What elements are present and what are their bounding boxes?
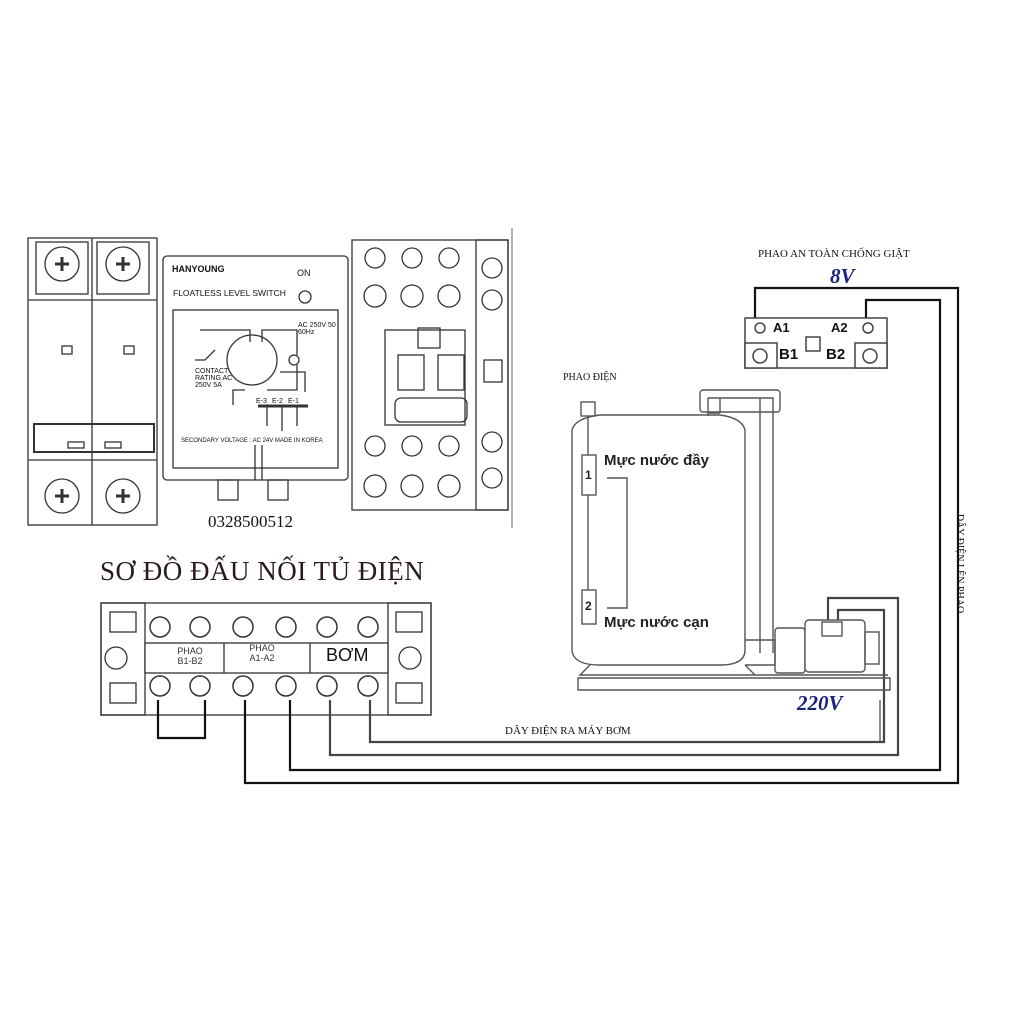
group-label-line1: PHAO (249, 643, 275, 653)
wire-a2 (288, 298, 942, 772)
electrode-e3: E-3 (256, 398, 267, 405)
wire-b1-b2-bridge (156, 700, 207, 740)
supply-rating: AC 250V 50 60Hz (298, 322, 336, 336)
terminal-a2: A2 (831, 320, 848, 335)
float-wire-label: DÂY ĐIỆN LÊN PHAO (954, 513, 966, 614)
wire-a1 (243, 286, 960, 785)
level-low-number: 2 (585, 599, 592, 613)
terminal-b2: B2 (826, 346, 846, 363)
tank-system (571, 389, 891, 691)
group-label-line2: A1-A2 (249, 653, 275, 663)
electrode-e1: E-1 (288, 398, 299, 405)
device-name: FLOATLESS LEVEL SWITCH (173, 288, 286, 298)
wires (156, 286, 960, 785)
level-full-number: 1 (585, 468, 592, 482)
safety-float-voltage: 8V (830, 264, 855, 288)
level-low-label: Mực nước cạn (604, 614, 709, 631)
safety-float-module (744, 317, 888, 369)
wire-pump-1 (328, 596, 900, 757)
terminal-a1: A1 (773, 320, 790, 335)
terminal-block (100, 602, 432, 716)
contactor (351, 239, 509, 511)
float-label: PHAO ĐIỆN (563, 372, 617, 383)
wire-pump-2 (368, 608, 886, 744)
pump-wire-label: DÂY ĐIỆN RA MÁY BƠM (505, 725, 631, 737)
circuit-breaker (27, 237, 158, 526)
level-full-label: Mực nước đầy (604, 452, 709, 469)
terminal-group-a1-a2: PHAO A1-A2 (232, 643, 292, 663)
page-title: SƠ ĐỒ ĐẤU NỐI TỦ ĐIỆN (100, 556, 425, 586)
group-label-line1: PHAO (177, 646, 203, 656)
brand-logo: HANYOUNG (172, 264, 225, 274)
on-indicator-label: ON (297, 268, 311, 278)
group-label-line2: B1-B2 (177, 656, 203, 666)
pump-voltage: 220V (797, 691, 843, 715)
phone-number: 0328500512 (208, 512, 293, 531)
electrode-e2: E-2 (272, 398, 283, 405)
contact-rating: CONTACT RATING AC 250V 5A (195, 368, 233, 389)
terminal-b1: B1 (779, 346, 799, 363)
safety-float-label: PHAO AN TOÀN CHỐNG GIẬT (758, 248, 910, 260)
floatless-level-switch (162, 255, 349, 501)
terminal-group-b1-b2: PHAO B1-B2 (160, 646, 220, 666)
terminal-group-pump: BƠM (326, 645, 369, 665)
secondary-voltage: SECONDARY VOLTAGE : AC 24V MADE IN KOREA (181, 438, 323, 444)
